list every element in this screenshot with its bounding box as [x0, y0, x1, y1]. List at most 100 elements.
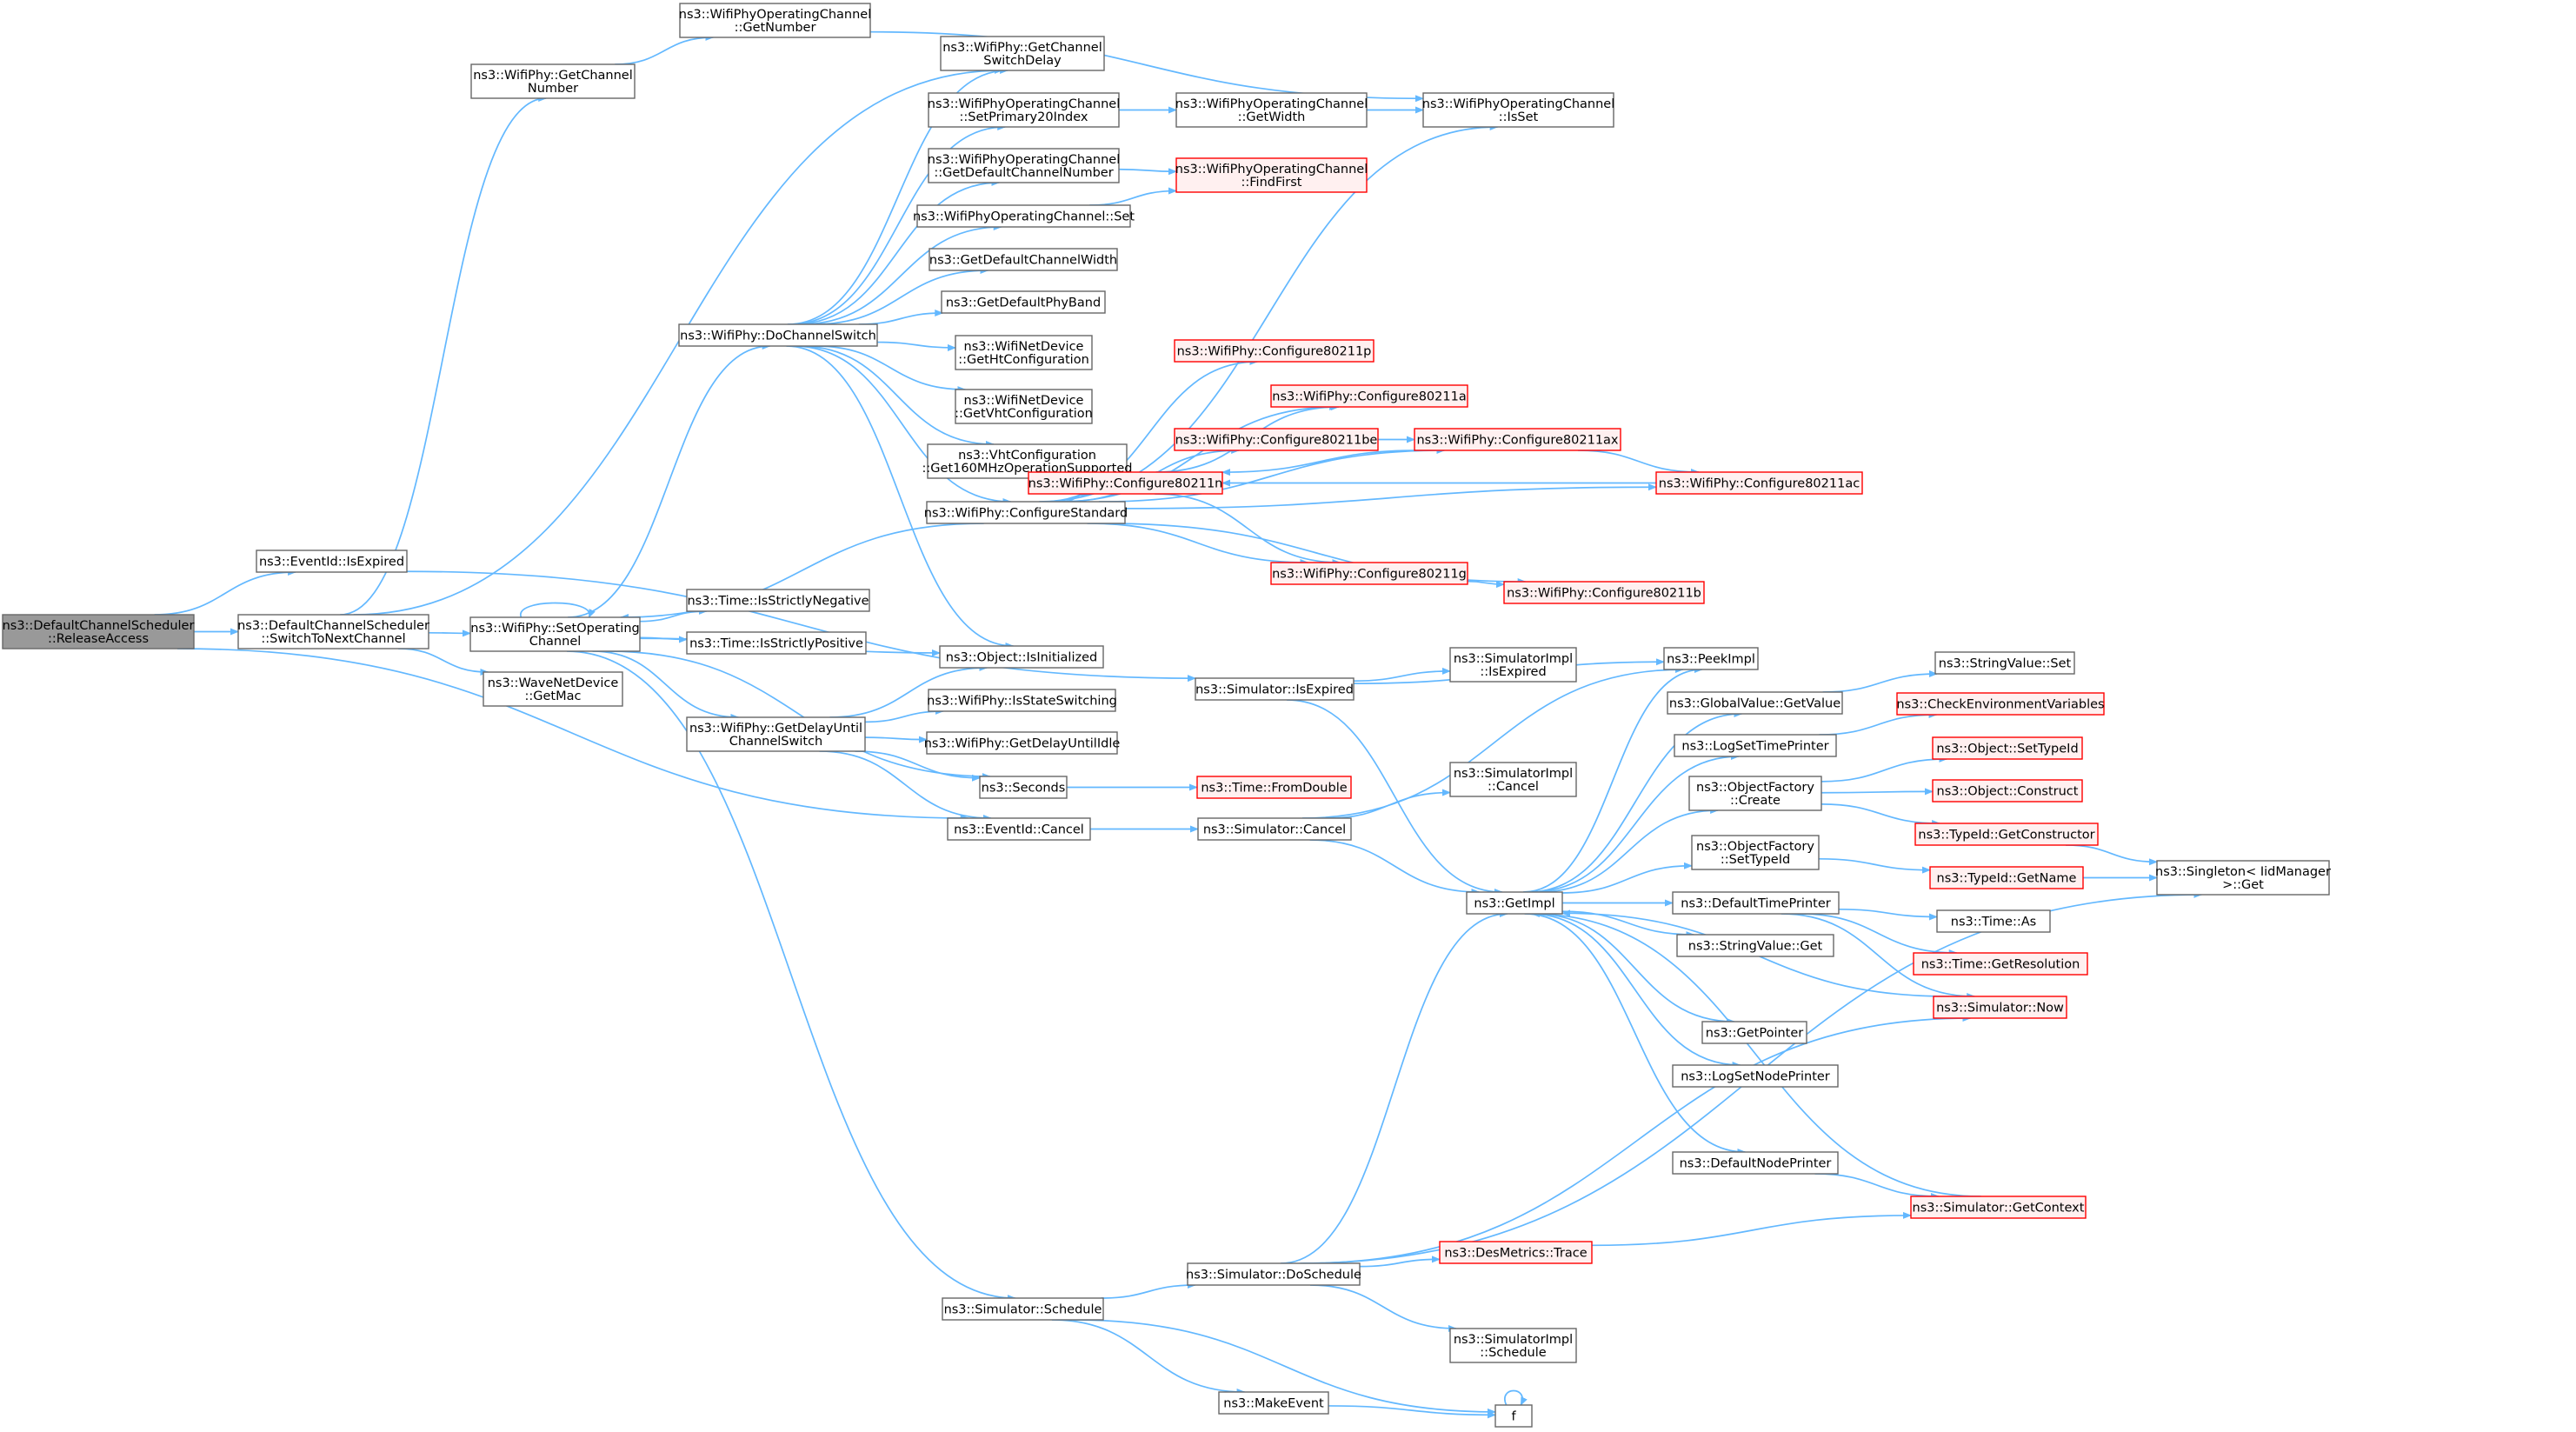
- node-box[interactable]: [470, 63, 636, 99]
- node-seconds[interactable]: ns3::Seconds: [979, 776, 1068, 799]
- node-configurestandard[interactable]: ns3::WifiPhy::ConfigureStandard: [924, 501, 1128, 524]
- node-box[interactable]: [1422, 92, 1614, 128]
- node-box[interactable]: [1175, 92, 1368, 128]
- node-box[interactable]: [1270, 384, 1468, 408]
- node-box[interactable]: [1663, 647, 1759, 670]
- node-getpointer[interactable]: ns3::GetPointer: [1701, 1021, 1807, 1044]
- node-box[interactable]: [1449, 762, 1577, 797]
- node-wavenetdevice_getmac[interactable]: ns3::WaveNetDevice::GetMac: [483, 671, 623, 707]
- node-getdefaultchwidth[interactable]: ns3::GetDefaultChannelWidth: [929, 248, 1118, 271]
- node-box[interactable]: [1028, 471, 1223, 495]
- node-box[interactable]: [940, 36, 1105, 71]
- node-stringvalue_set[interactable]: ns3::StringValue::Set: [1934, 651, 2075, 675]
- node-eventid_cancel[interactable]: ns3::EventId::Cancel: [947, 817, 1091, 841]
- node-eventid_isexpired[interactable]: ns3::EventId::IsExpired: [256, 549, 408, 573]
- node-box[interactable]: [1270, 562, 1468, 585]
- node-box[interactable]: [1701, 1021, 1807, 1044]
- node-box[interactable]: [1910, 1196, 2087, 1219]
- node-cfg_g[interactable]: ns3::WifiPhy::Configure80211g: [1270, 562, 1468, 585]
- node-box[interactable]: [2, 614, 195, 649]
- node-box[interactable]: [1688, 776, 1822, 811]
- node-box[interactable]: [942, 1297, 1104, 1321]
- node-box[interactable]: [1503, 581, 1705, 604]
- node-box[interactable]: [679, 3, 871, 38]
- node-box[interactable]: [1218, 1391, 1329, 1415]
- node-box[interactable]: [1196, 776, 1352, 799]
- node-box[interactable]: [686, 589, 870, 612]
- node-object_construct[interactable]: ns3::Object::Construct: [1932, 779, 2083, 803]
- node-cfg_be[interactable]: ns3::WifiPhy::Configure80211be: [1174, 428, 1379, 451]
- node-box[interactable]: [256, 549, 408, 573]
- node-box[interactable]: [1655, 471, 1863, 495]
- node-box[interactable]: [1414, 428, 1621, 451]
- node-box[interactable]: [1175, 157, 1368, 193]
- node-typeid_getname[interactable]: ns3::TypeId::GetName: [1929, 866, 2084, 889]
- node-simimpl_schedule[interactable]: ns3::SimulatorImpl::Schedule: [1449, 1328, 1577, 1363]
- node-box[interactable]: [928, 148, 1120, 183]
- node-box[interactable]: [1672, 1064, 1839, 1088]
- node-box[interactable]: [686, 716, 866, 752]
- node-box[interactable]: [1672, 1151, 1839, 1175]
- node-box[interactable]: [955, 335, 1093, 370]
- node-getdefaultphyband[interactable]: ns3::GetDefaultPhyBand: [941, 290, 1106, 314]
- node-findfirst[interactable]: ns3::WifiPhyOperatingChannel::FindFirst: [1175, 157, 1368, 193]
- node-object_settypeid[interactable]: ns3::Object::SetTypeId: [1932, 736, 2083, 760]
- node-box[interactable]: [1466, 891, 1563, 915]
- node-box[interactable]: [928, 689, 1116, 712]
- node-time_fromdouble[interactable]: ns3::Time::FromDouble: [1196, 776, 1352, 799]
- node-time_strictpos[interactable]: ns3::Time::IsStrictlyPositive: [686, 631, 867, 655]
- node-box[interactable]: [1932, 779, 2083, 803]
- node-logsettimeprinter[interactable]: ns3::LogSetTimePrinter: [1674, 734, 1837, 757]
- node-setprimary20[interactable]: ns3::WifiPhyOperatingChannel::SetPrimary…: [928, 92, 1120, 128]
- node-simimpl_cancel[interactable]: ns3::SimulatorImpl::Cancel: [1449, 762, 1577, 797]
- node-objfactory_settypeid[interactable]: ns3::ObjectFactory::SetTypeId: [1691, 835, 1820, 870]
- node-box[interactable]: [941, 290, 1106, 314]
- node-cfg_a[interactable]: ns3::WifiPhy::Configure80211a: [1270, 384, 1468, 408]
- node-box[interactable]: [1197, 817, 1352, 841]
- node-logsetnodeprinter[interactable]: ns3::LogSetNodePrinter: [1672, 1064, 1839, 1088]
- node-box[interactable]: [1494, 1404, 1533, 1428]
- node-sim_now[interactable]: ns3::Simulator::Now: [1933, 996, 2067, 1019]
- node-sim_schedule[interactable]: ns3::Simulator::Schedule: [942, 1297, 1104, 1321]
- node-box[interactable]: [1896, 692, 2105, 716]
- node-sim_isexpired[interactable]: ns3::Simulator::IsExpired: [1195, 677, 1355, 701]
- node-box[interactable]: [916, 204, 1131, 228]
- node-box[interactable]: [1674, 734, 1837, 757]
- node-box[interactable]: [926, 501, 1126, 524]
- node-cfg_n[interactable]: ns3::WifiPhy::Configure80211n: [1028, 471, 1223, 495]
- node-sim_getcontext[interactable]: ns3::Simulator::GetContext: [1910, 1196, 2087, 1219]
- node-box[interactable]: [1449, 1328, 1577, 1363]
- node-box[interactable]: [1439, 1241, 1593, 1264]
- node-box[interactable]: [1449, 647, 1577, 683]
- node-box[interactable]: [1174, 339, 1375, 363]
- node-opch_isset[interactable]: ns3::WifiPhyOperatingChannel::IsSet: [1422, 92, 1614, 128]
- node-stringvalue_get[interactable]: ns3::StringValue::Get: [1676, 934, 1834, 957]
- node-sim_cancel[interactable]: ns3::Simulator::Cancel: [1197, 817, 1352, 841]
- node-box[interactable]: [469, 616, 641, 652]
- node-box[interactable]: [947, 817, 1091, 841]
- node-cfg_p[interactable]: ns3::WifiPhy::Configure80211p: [1174, 339, 1375, 363]
- node-isstateswitching[interactable]: ns3::WifiPhy::IsStateSwitching: [927, 689, 1117, 712]
- node-getdefaultchnum[interactable]: ns3::WifiPhyOperatingChannel::GetDefault…: [928, 148, 1120, 183]
- node-box[interactable]: [979, 776, 1068, 799]
- node-gethtconfig[interactable]: ns3::WifiNetDevice::GetHtConfiguration: [955, 335, 1093, 370]
- node-box[interactable]: [1914, 823, 2099, 846]
- node-peekimpl[interactable]: ns3::PeekImpl: [1663, 647, 1759, 670]
- node-box[interactable]: [1932, 736, 2083, 760]
- node-isinitialized[interactable]: ns3::Object::IsInitialized: [939, 645, 1104, 669]
- node-box[interactable]: [2156, 860, 2330, 896]
- node-sim_doschedule[interactable]: ns3::Simulator::DoSchedule: [1186, 1262, 1361, 1286]
- node-box[interactable]: [955, 389, 1093, 424]
- node-box[interactable]: [1936, 909, 2051, 933]
- node-box[interactable]: [1913, 952, 2088, 976]
- node-opch_set[interactable]: ns3::WifiPhyOperatingChannel::Set: [913, 204, 1135, 228]
- node-switchtonext[interactable]: ns3::DefaultChannelScheduler::SwitchToNe…: [237, 614, 429, 649]
- node-cfg_ax[interactable]: ns3::WifiPhy::Configure80211ax: [1414, 428, 1621, 451]
- node-box[interactable]: [237, 614, 429, 649]
- node-makeevent[interactable]: ns3::MakeEvent: [1218, 1391, 1329, 1415]
- node-box[interactable]: [1187, 1262, 1361, 1286]
- node-opch_getnumber[interactable]: ns3::WifiPhyOperatingChannel::GetNumber: [679, 3, 871, 38]
- node-desmetrics_trace[interactable]: ns3::DesMetrics::Trace: [1439, 1241, 1593, 1264]
